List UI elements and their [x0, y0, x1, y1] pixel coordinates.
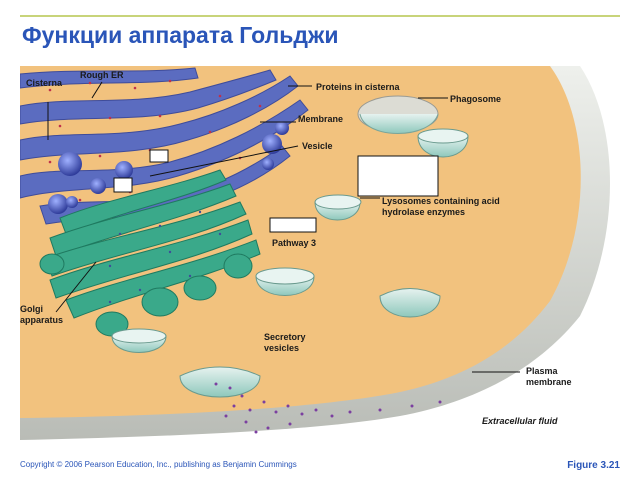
- label-secretory-vesicles: Secretory vesicles: [264, 332, 306, 353]
- golgi-apparatus: [39, 169, 261, 337]
- label-vesicle: Vesicle: [302, 141, 333, 151]
- figure-number: Figure 3.21: [567, 460, 620, 471]
- secretory-vesicles: [111, 267, 315, 353]
- label-cisterna: Cisterna: [26, 78, 63, 88]
- leader-lines: [47, 81, 520, 373]
- footer-copyright: Copyright © 2006 Pearson Education, Inc.…: [20, 460, 297, 469]
- label-rough-er: Rough ER: [80, 70, 124, 80]
- label-membrane: Membrane: [298, 114, 344, 124]
- golgi-cargo-dots: [108, 210, 222, 304]
- fusing-vesicles: [179, 288, 441, 398]
- pathway-arrows: [113, 149, 439, 233]
- top-rule: [20, 15, 620, 17]
- label-plasma-membrane: Plasma membrane: [526, 366, 572, 387]
- label-lysosomes: Lysosomes containing acid hydrolase enzy…: [382, 196, 500, 217]
- label-pathway-3: Pathway 3: [272, 238, 317, 248]
- golgi-figure: Cisterna Rough ER Proteins in cisterna P…: [20, 66, 620, 440]
- golgi-illustration: [20, 66, 610, 440]
- label-extracellular-fluid: Extracellular fluid: [482, 416, 558, 426]
- slide-title: Функции аппарата Гольджи: [22, 22, 339, 48]
- secreted-particles: [214, 382, 442, 434]
- label-phagosome: Phagosome: [450, 94, 502, 104]
- label-golgi-apparatus: Golgi apparatus: [20, 304, 64, 325]
- phagosome: [357, 95, 439, 134]
- transport-vesicles: [48, 121, 289, 214]
- lysosome-vesicles: [314, 128, 469, 221]
- label-proteins-in-cisterna: Proteins in cisterna: [316, 82, 400, 92]
